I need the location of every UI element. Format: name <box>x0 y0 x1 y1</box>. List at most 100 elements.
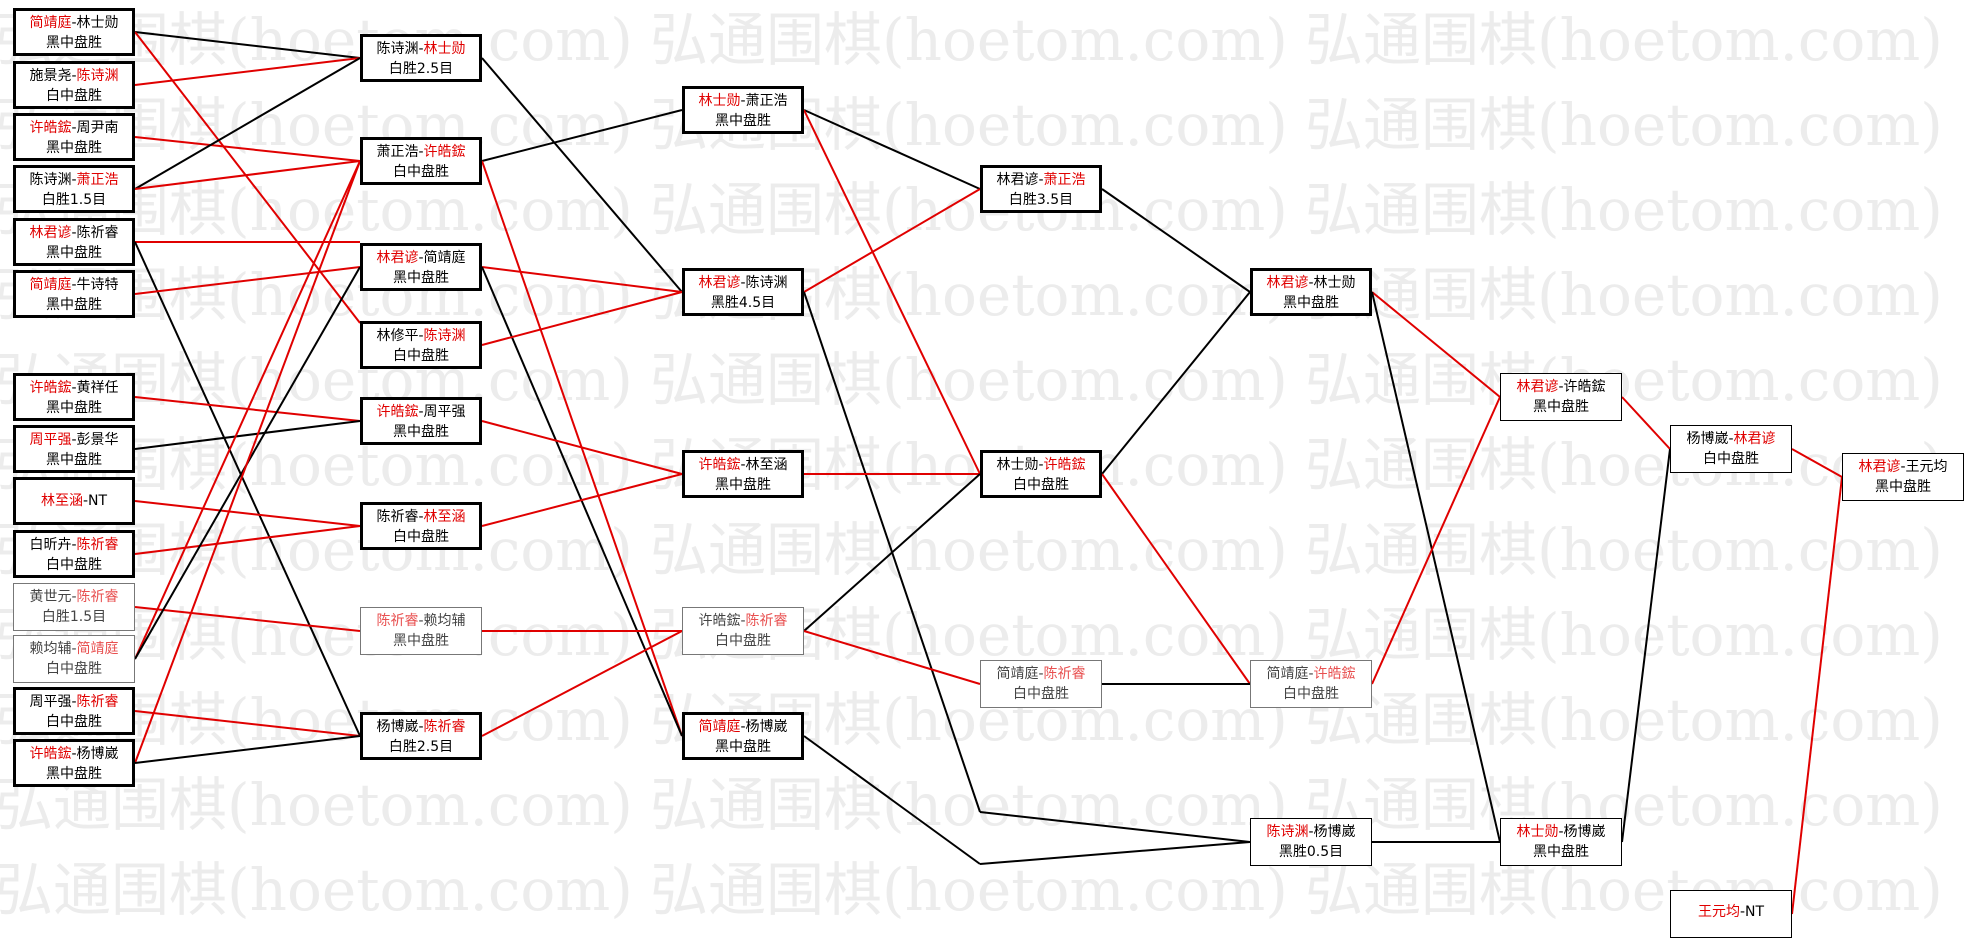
match-separator: - <box>418 41 424 57</box>
player-1-name: 杨博崴 <box>1686 431 1729 447</box>
match-result: 白胜3.5目 <box>1008 192 1074 208</box>
match-players: 简靖庭-陈祈睿 <box>981 664 1101 684</box>
match-separator: - <box>740 613 746 629</box>
match-box-r4m2[interactable]: 林士勋-许皓鋐白中盘胜 <box>980 450 1102 498</box>
match-box-r3m3[interactable]: 许皓鋐-林至涵黑中盘胜 <box>682 450 804 498</box>
match-result: 黑中盘胜 <box>46 35 102 51</box>
bracket-line <box>1371 396 1501 685</box>
match-result: 白中盘胜 <box>1013 477 1069 493</box>
watermark-text: 弘通围棋(hoetom.com) <box>1305 6 1943 74</box>
player-1-name: 黄世元 <box>29 589 72 605</box>
bracket-line <box>803 109 981 475</box>
match-box-r1m11[interactable]: 黄世元-陈祈睿白胜1.5目 <box>13 583 135 631</box>
player-2-name: 王元均 <box>1905 459 1948 475</box>
match-box-r5m3[interactable]: 陈诗渊-杨博崴黑胜0.5目 <box>1250 818 1372 866</box>
player-2-name: 杨博崴 <box>76 746 119 762</box>
match-box-r1m9[interactable]: 林至涵-NT <box>13 477 135 525</box>
bracket-line <box>1371 291 1501 843</box>
match-box-r3m1[interactable]: 林士勋-萧正浩黑中盘胜 <box>682 86 804 134</box>
match-players: 林君谚-陈诗渊 <box>685 273 801 293</box>
match-box-r5m2[interactable]: 简靖庭-许皓鋐白中盘胜 <box>1250 660 1372 708</box>
match-box-r2m2[interactable]: 萧正浩-许皓鋐白中盘胜 <box>360 137 482 185</box>
match-box-r1m8[interactable]: 周平强-彭景华黑中盘胜 <box>13 425 135 473</box>
player-2-name: NT <box>1745 904 1765 920</box>
match-separator: - <box>71 68 77 84</box>
match-players: 林士勋-杨博崴 <box>1501 822 1621 842</box>
match-players: 许皓鋐-杨博崴 <box>16 744 132 764</box>
match-box-r1m13[interactable]: 周平强-陈祈睿白中盘胜 <box>13 687 135 735</box>
match-box-r1m10[interactable]: 白昕卉-陈祈睿白中盘胜 <box>13 530 135 578</box>
player-1-name: 简靖庭 <box>29 277 72 293</box>
bracket-line <box>134 266 361 295</box>
match-box-r1m14[interactable]: 许皓鋐-杨博崴黑中盘胜 <box>13 739 135 787</box>
match-box-r4m1[interactable]: 林君谚-萧正浩白胜3.5目 <box>980 165 1102 213</box>
match-box-r8m1[interactable]: 林君谚-王元均黑中盘胜 <box>1842 453 1964 501</box>
watermark-text: 弘通围棋(hoetom.com) <box>1305 261 1943 329</box>
bracket-line <box>134 710 361 737</box>
player-2-name: 陈祈睿 <box>76 589 119 605</box>
match-players: 陈祈睿-林至涵 <box>363 507 479 527</box>
match-box-r1m12[interactable]: 赖均辅-简靖庭白中盘胜 <box>13 635 135 683</box>
bracket-line <box>1101 291 1251 475</box>
match-players: 陈诗渊-杨博崴 <box>1251 822 1371 842</box>
match-separator: - <box>418 613 424 629</box>
match-box-r3m4[interactable]: 许皓鋐-陈祈睿白中盘胜 <box>682 607 804 655</box>
match-box-r2m3[interactable]: 林君谚-简靖庭黑中盘胜 <box>360 243 482 291</box>
match-box-r1m6[interactable]: 简靖庭-牛诗特黑中盘胜 <box>13 270 135 318</box>
player-1-name: 简靖庭 <box>996 666 1039 682</box>
match-box-r2m7[interactable]: 陈祈睿-赖均辅黑中盘胜 <box>360 607 482 655</box>
bracket-line <box>1621 396 1671 450</box>
bracket-line <box>134 241 361 737</box>
match-separator: - <box>418 144 424 160</box>
match-box-r6m2[interactable]: 林士勋-杨博崴黑中盘胜 <box>1500 818 1622 866</box>
bracket-line <box>134 735 361 764</box>
match-box-r4m3[interactable]: 简靖庭-陈祈睿白中盘胜 <box>980 660 1102 708</box>
match-box-r3m5[interactable]: 简靖庭-杨博崴黑中盘胜 <box>682 712 804 760</box>
bracket-line <box>134 160 361 190</box>
match-box-r7m2[interactable]: 王元均-NT <box>1670 890 1792 938</box>
match-result: 黑中盘胜 <box>1533 844 1589 860</box>
player-2-name: 林君谚 <box>1733 431 1776 447</box>
match-separator: - <box>71 225 77 241</box>
match-separator: - <box>418 509 424 525</box>
match-players: 林士勋-许皓鋐 <box>983 455 1099 475</box>
match-result: 白胜1.5目 <box>41 192 107 208</box>
player-2-name: 许皓鋐 <box>1043 457 1086 473</box>
match-box-r1m3[interactable]: 许皓鋐-周尹南黑中盘胜 <box>13 113 135 161</box>
match-box-r2m4[interactable]: 林修平-陈诗渊白中盘胜 <box>360 321 482 369</box>
bracket-line <box>481 266 683 293</box>
match-result: 白胜2.5目 <box>388 61 454 77</box>
match-box-r6m1[interactable]: 林君谚-许皓鋐黑中盘胜 <box>1500 373 1622 421</box>
match-box-r2m6[interactable]: 陈祈睿-林至涵白中盘胜 <box>360 502 482 550</box>
match-result: 白中盘胜 <box>1013 686 1069 702</box>
match-box-r2m5[interactable]: 许皓鋐-周平强黑中盘胜 <box>360 397 482 445</box>
player-2-name: 陈祈睿 <box>76 225 119 241</box>
player-2-name: 萧正浩 <box>745 93 788 109</box>
match-result: 白中盘胜 <box>393 348 449 364</box>
bracket-line <box>803 188 981 293</box>
match-box-r1m4[interactable]: 陈诗渊-萧正浩白胜1.5目 <box>13 165 135 213</box>
bracket-line <box>1371 291 1501 398</box>
match-box-r1m7[interactable]: 许皓鋐-黄祥任黑中盘胜 <box>13 373 135 421</box>
bracket-line <box>979 841 1251 865</box>
player-2-name: NT <box>88 493 108 509</box>
match-box-r2m8[interactable]: 杨博崴-陈祈睿白胜2.5目 <box>360 712 482 760</box>
bracket-line <box>134 606 361 632</box>
player-2-name: 林士勋 <box>423 41 466 57</box>
player-2-name: 杨博崴 <box>1563 824 1606 840</box>
player-2-name: 赖均辅 <box>423 613 466 629</box>
player-1-name: 林君谚 <box>29 225 72 241</box>
player-1-name: 许皓鋐 <box>698 457 741 473</box>
match-result: 黑中盘胜 <box>46 245 102 261</box>
match-box-r2m1[interactable]: 陈诗渊-林士勋白胜2.5目 <box>360 34 482 82</box>
match-box-r5m1[interactable]: 林君谚-林士勋黑中盘胜 <box>1250 268 1372 316</box>
match-separator: - <box>418 719 424 735</box>
match-result: 白中盘胜 <box>1283 686 1339 702</box>
bracket-line <box>134 31 361 59</box>
match-box-r1m1[interactable]: 简靖庭-林士勋黑中盘胜 <box>13 8 135 56</box>
match-box-r7m1[interactable]: 杨博崴-林君谚白中盘胜 <box>1670 425 1792 473</box>
match-box-r1m5[interactable]: 林君谚-陈祈睿黑中盘胜 <box>13 218 135 266</box>
bracket-line <box>481 473 683 527</box>
match-box-r3m2[interactable]: 林君谚-陈诗渊黑胜4.5目 <box>682 268 804 316</box>
match-box-r1m2[interactable]: 施景尧-陈诗渊白中盘胜 <box>13 61 135 109</box>
